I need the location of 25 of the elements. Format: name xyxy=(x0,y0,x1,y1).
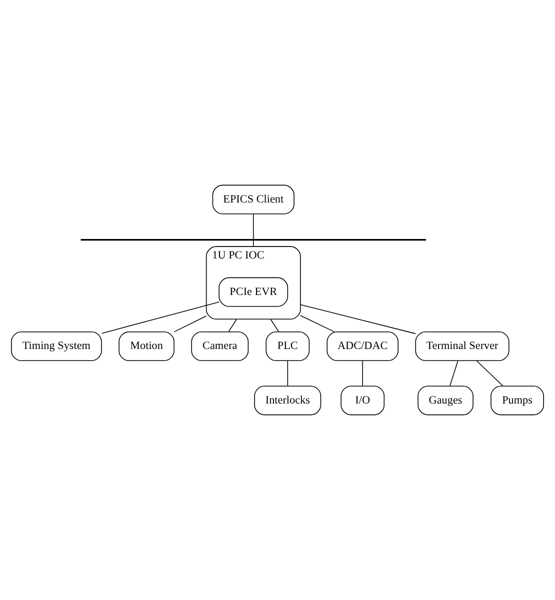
connector xyxy=(252,240,254,247)
node-box: Timing System xyxy=(11,332,102,361)
node-box: PLC xyxy=(266,332,310,361)
connector xyxy=(101,302,220,334)
node-box: Motion xyxy=(118,332,174,361)
connector xyxy=(228,318,238,332)
connector xyxy=(300,304,416,334)
node-box: PCIe EVR xyxy=(218,277,288,307)
node-bar xyxy=(80,239,426,241)
node-box: Camera xyxy=(191,332,249,361)
node-box: Pumps xyxy=(490,386,544,416)
connector xyxy=(252,214,254,240)
connector xyxy=(174,316,207,332)
node-box: EPICS Client xyxy=(212,184,294,214)
node-box: ADC/DAC xyxy=(326,332,398,361)
connector xyxy=(450,360,458,386)
node-box: Gauges xyxy=(418,386,474,416)
connector xyxy=(476,360,504,386)
connector xyxy=(287,360,288,386)
node-box: Interlocks xyxy=(254,386,322,416)
connector xyxy=(300,315,335,332)
connector xyxy=(362,360,363,386)
node-box: I/O xyxy=(340,386,385,416)
connector xyxy=(270,318,279,332)
node-box: Terminal Server xyxy=(415,332,510,361)
